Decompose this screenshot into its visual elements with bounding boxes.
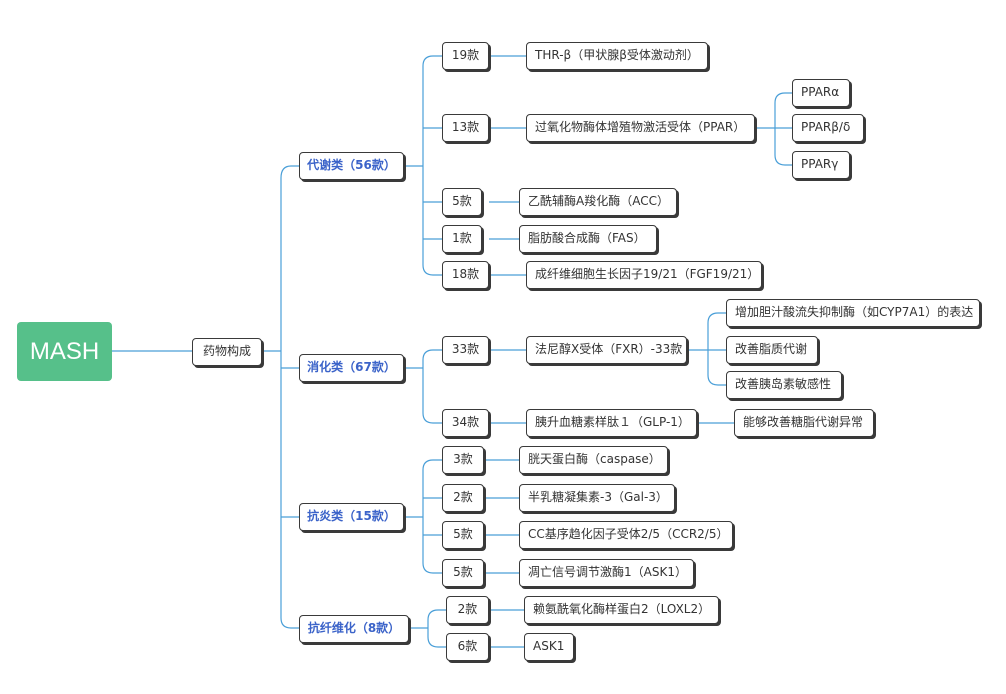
count-node-glp1[interactable]: 34款	[442, 409, 489, 437]
target-node-glp1[interactable]: 胰升血糖素样肽１（GLP-1）	[526, 409, 697, 437]
link-metabolic-targets	[489, 55, 526, 276]
effect-node-bile-acid[interactable]: 增加胆汁酸流失抑制酶（如CYP7A1）的表达	[726, 299, 980, 327]
count-node-ask1-anti-fibrosis[interactable]: 6款	[446, 633, 489, 661]
link-hub-categories	[262, 165, 299, 629]
effect-node-glucolipid[interactable]: 能够改善糖脂代谢异常	[734, 409, 874, 437]
category-metabolic[interactable]: 代谢类（56款）	[299, 152, 404, 180]
link-metabolic	[404, 55, 442, 276]
count-node-loxl2[interactable]: 2款	[446, 596, 489, 624]
link-digestive-targets	[489, 349, 526, 424]
hub-node-drug-composition[interactable]: 药物构成	[192, 338, 262, 366]
target-node-fgf[interactable]: 成纤维细胞生长因子19/21（FGF19/21）	[526, 261, 762, 289]
target-node-fxr[interactable]: 法尼醇X受体（FXR）-33款	[526, 336, 687, 364]
target-node-ask1-anti-fibrosis[interactable]: ASK1	[524, 633, 574, 661]
count-node-caspase[interactable]: 3款	[442, 446, 484, 474]
category-anti-inflammatory[interactable]: 抗炎类（15款）	[299, 503, 404, 531]
link-anti-fibrosis-targets	[489, 609, 524, 648]
count-node-gal3[interactable]: 2款	[442, 484, 484, 512]
target-node-fas[interactable]: 脂肪酸合成酶（FAS）	[519, 225, 657, 253]
link-fxr-effects	[687, 312, 726, 386]
count-node-fgf[interactable]: 18款	[442, 261, 489, 289]
target-node-ppar[interactable]: 过氧化物酶体增殖物激活受体（PPAR）	[526, 114, 755, 142]
effect-node-lipid-metabolism[interactable]: 改善脂质代谢	[726, 336, 818, 364]
count-node-ask1-anti-inflammatory[interactable]: 5款	[442, 559, 484, 587]
category-anti-fibrosis[interactable]: 抗纤维化（8款）	[299, 615, 409, 643]
target-node-ask1-anti-inflammatory[interactable]: 凋亡信号调节激酶1（ASK1）	[519, 559, 694, 587]
target-node-gal3[interactable]: 半乳糖凝集素-3（Gal-3）	[519, 484, 675, 512]
count-node-acc[interactable]: 5款	[442, 188, 482, 216]
link-anti-inflammatory	[404, 459, 442, 574]
subtype-node-ppar-gamma[interactable]: PPARγ	[792, 151, 850, 179]
subtype-node-ppar-alpha[interactable]: PPARα	[792, 79, 850, 107]
root-node-mash[interactable]: MASH	[17, 322, 112, 381]
target-node-loxl2[interactable]: 赖氨酰氧化酶样蛋白2（LOXL2）	[524, 596, 719, 624]
subtype-node-ppar-beta-delta[interactable]: PPARβ/δ	[792, 114, 864, 142]
count-node-ccr[interactable]: 5款	[442, 521, 484, 549]
link-ppar-subtypes	[755, 92, 792, 166]
count-node-fas[interactable]: 1款	[442, 225, 482, 253]
target-node-acc[interactable]: 乙酰辅酶A羧化酶（ACC）	[519, 188, 677, 216]
count-node-ppar[interactable]: 13款	[442, 114, 489, 142]
count-node-thr-beta[interactable]: 19款	[442, 42, 489, 70]
target-node-ccr[interactable]: CC基序趋化因子受体2/5（CCR2/5）	[519, 521, 733, 549]
effect-node-insulin-sensitivity[interactable]: 改善胰岛素敏感性	[726, 371, 842, 399]
target-node-caspase[interactable]: 胱天蛋白酶（caspase）	[519, 446, 668, 474]
link-anti-fibrosis	[409, 609, 446, 648]
link-anti-inflammatory-targets	[484, 459, 519, 574]
target-node-thr-beta[interactable]: THR-β（甲状腺β受体激动剂）	[526, 42, 708, 70]
count-node-fxr[interactable]: 33款	[442, 336, 489, 364]
category-digestive[interactable]: 消化类（67款）	[299, 354, 404, 382]
link-digestive	[404, 349, 442, 424]
